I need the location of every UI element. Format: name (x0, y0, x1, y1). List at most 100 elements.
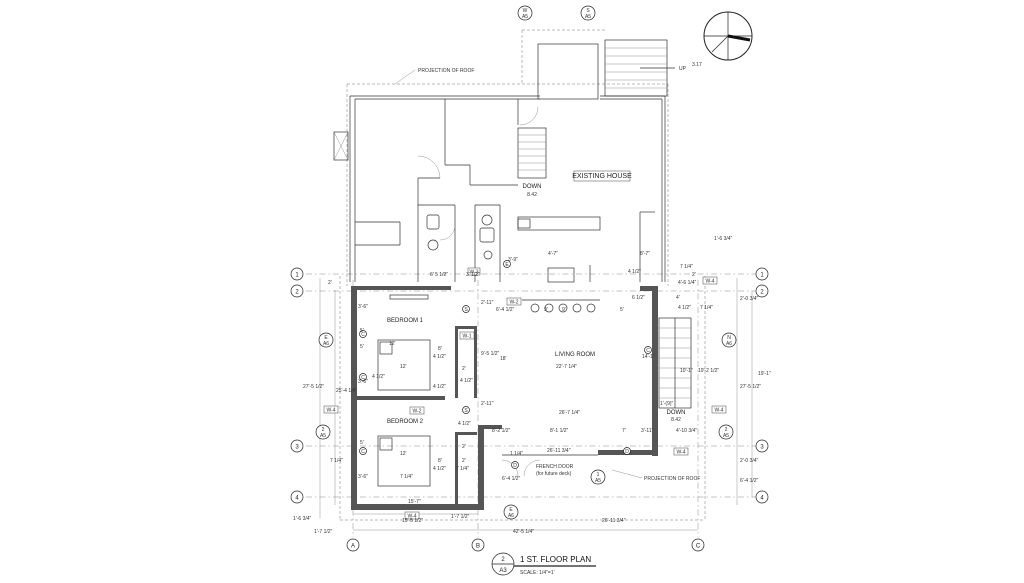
dim-5b: 5' (360, 440, 364, 446)
dim-3-9: 3'-9" (508, 257, 518, 263)
dim-9b: 9' (562, 307, 566, 313)
dim-9-5-1-2: 9'-5 1/2" (481, 351, 500, 357)
stair-down-elev-lower: 8.42 (671, 417, 681, 423)
dim-27-5-1-2a: 27'-5 1/2" (303, 384, 324, 390)
tag-c1: C (361, 332, 365, 338)
tag-w1: W-1 (462, 334, 471, 340)
dim-12c: 12' (400, 451, 407, 457)
dim-1-6-3-4b: 1'-6 3/4" (293, 516, 312, 522)
dim-2d: 2' (462, 458, 466, 464)
dim-2-0-3-4b: 2'-0 3/4" (740, 458, 759, 464)
dim-4-1-2h: 4 1/2" (460, 378, 473, 384)
dim-42-5-1-4: 42'-5 1/4" (513, 529, 534, 535)
dim-7-1-4a: 7 1/4" (680, 264, 693, 270)
dim-3-11: 3'-11" (641, 428, 654, 434)
dim-2e: 2' (462, 444, 466, 450)
stair-down-elev-upper: 8.42 (527, 192, 537, 198)
existing-house (333, 29, 675, 286)
title-block-scale: SCALE: 1/4"=1' (520, 570, 555, 576)
dim-3-6b: 3'-6" (358, 379, 368, 385)
dim-2-0-3-4a: 2'-0 3/4" (740, 296, 759, 302)
bedroom-1-label: BEDROOM 1 (387, 318, 424, 324)
tag-w4e: W-4 (407, 514, 416, 520)
dim-4-1-2c: 4 1/2" (433, 354, 446, 360)
dim-7a: 7' (622, 428, 626, 434)
north-arrow-icon (703, 11, 753, 61)
dim-1-7-1-2b: 1'-7 1/2" (314, 529, 333, 535)
marker-top-s-letter: S (586, 8, 590, 14)
dim-15-7: 15'-7" (408, 499, 421, 505)
grid-col-a: A (351, 544, 355, 550)
tag-w4d: W-4 (705, 279, 714, 285)
tag-d2: D (513, 463, 517, 469)
marker-top-w-letter: W (523, 8, 528, 14)
tag-w4a: W-4 (326, 408, 335, 414)
marker-left-e-sheet: A6 (323, 341, 329, 347)
dim-8a: 8' (438, 346, 442, 352)
title-block-number: 2 (501, 557, 505, 563)
room-labels: EXISTING HOUSE DOWN 8.42 BEDROOM 1 BEDRO… (387, 62, 702, 425)
dim-1-4: 1 1/4" (510, 451, 523, 457)
french-door-note: FRENCH DOOR (536, 464, 574, 470)
dim-14-1: 14'-1" (642, 354, 655, 360)
dim-6-4-1-2c: 6'-4 1/2" (740, 478, 759, 484)
dim-26-7-1-4: 26'-7 1/4" (559, 410, 580, 416)
title-block-sheet: A3 (499, 568, 507, 574)
dim-26-11-3-4b: 26'-11 3/4" (602, 518, 626, 524)
dim-26-11-3-4a: 26'-11 3/4" (547, 448, 571, 454)
dimension-lines (319, 278, 753, 531)
tag-s2: S (464, 408, 468, 414)
grid-row-3-left: 3 (295, 445, 299, 451)
roof-projection-note-bottom: PROJECTION OF ROOF (644, 476, 700, 482)
dim-4-1-2b: 4 1/2" (678, 305, 691, 311)
tag-w2b: W-2 (412, 409, 421, 415)
grid-row-2-right: 2 (760, 290, 764, 296)
section-markers: W A5 S A5 E A6 N A6 2 A5 2 A5 1 A5 E A6 (315, 5, 737, 520)
dim-25-4-1-4: 25'-4 1/4" (336, 388, 357, 394)
dim-4-1-2a: 4 1/2" (628, 269, 641, 275)
dim-8-7: 8'-7" (640, 251, 650, 257)
dim-9a: 9' (544, 307, 548, 313)
dim-1-9: 1'-(9)" (660, 401, 674, 407)
tag-e1: E (505, 262, 509, 268)
dim-4a: 4' (676, 295, 680, 301)
dim-3-6a: 3'-6" (358, 304, 368, 310)
dim-2-11b: 2'-11" (481, 401, 494, 407)
stair-up-label: UP (679, 66, 687, 72)
grid-row-4-left: 4 (295, 496, 299, 502)
dim-4-1-2d: 4 1/2" (372, 374, 385, 380)
living-room-label: LIVING ROOM (555, 352, 595, 358)
grid-col-c: C (696, 544, 701, 550)
dim-6-4-1-2: 6'-4 1/2" (496, 307, 515, 313)
marker-top-w-sheet: A5 (522, 14, 528, 20)
dim-6-4-1-2b: 6'-4 1/2" (502, 476, 521, 482)
dim-4-1-2g: 4 1/2" (433, 466, 446, 472)
stair-down-label-upper: DOWN (523, 184, 542, 190)
dim-2-11: 2'-11" (481, 300, 494, 306)
dim-1-6-3-4: 1'-6 3/4" (714, 236, 733, 242)
grid-row-4-right: 4 (760, 496, 764, 502)
french-door-subnote: (for future deck) (536, 471, 572, 477)
marker-bottom-e-letter: E (509, 507, 513, 513)
dim-8-1-1-2: 8'-1 1/2" (550, 428, 569, 434)
dim-2c: 2' (462, 366, 466, 372)
dimension-texts: 2' 3'-9" 4'-7" 8'-7" 6' 5 1/2" 3' 1/2" 4… (293, 236, 771, 535)
title-block: 2 A3 1 ST. FLOOR PLAN SCALE: 1/4"=1' (491, 552, 596, 576)
dim-18: 18' (500, 356, 507, 362)
marker-left-2: 2 (322, 427, 325, 433)
dim-22-7-1-4: 22'-7 1/4" (556, 364, 577, 370)
tag-w4c: W-4 (676, 450, 685, 456)
dim-7-1-4c: 7 1/4" (330, 458, 343, 464)
dim-19-1: 19'-1" (758, 371, 771, 377)
bedroom-2-label: BEDROOM 2 (387, 419, 424, 425)
dim-3-1-2: 3' 1/2" (466, 272, 480, 278)
dim-4-10-3-4: 4'-10 3/4" (676, 428, 697, 434)
dim-5c: 5' (360, 328, 364, 334)
dim-5a: 5' (620, 307, 624, 313)
marker-right-n-letter: N (727, 335, 731, 341)
dim-1-7-1-2a: 1'-7 1/2" (451, 514, 470, 520)
dim-7-1-4d: 7 1/4" (400, 474, 413, 480)
tag-w3: W-3 (469, 270, 478, 276)
marker-left-2-sheet: A5 (320, 433, 326, 439)
tag-d1: D (625, 449, 629, 455)
